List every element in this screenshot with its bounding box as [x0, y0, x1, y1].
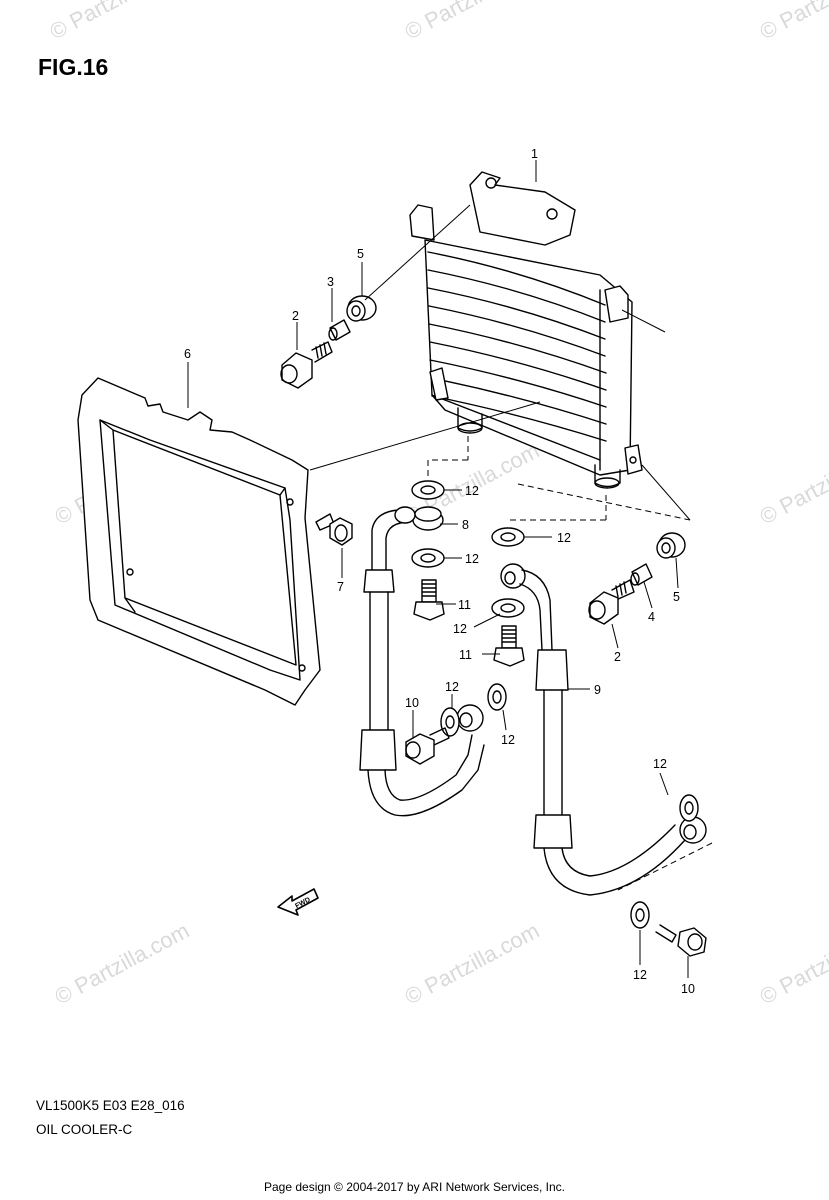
- watermark-text: © Partzilla.com: [756, 0, 829, 44]
- oil-hose-left: [359, 506, 485, 817]
- watermark-text: © Partzilla.com: [756, 438, 829, 530]
- section-name: OIL COOLER-C: [36, 1122, 133, 1137]
- washers-and-union-bolts: [411, 480, 525, 667]
- callout-label: 11: [458, 598, 471, 612]
- model-code: VL1500K5 E03 E28_016: [36, 1098, 185, 1113]
- callout-label: 8: [462, 518, 469, 532]
- callout-label: 1: [531, 147, 538, 161]
- callout-label: 5: [357, 247, 364, 261]
- callout-label: 12: [453, 622, 467, 636]
- callout-numbers: 1 2 3 5 6 12 8 12 12 7 11 12 11 4 5 2 9 …: [184, 147, 695, 996]
- leader-lines: [187, 160, 689, 978]
- upper-mount-bolt-set: [280, 295, 377, 389]
- callout-label: 2: [614, 650, 621, 664]
- callout-label: 12: [557, 531, 571, 545]
- callout-label: 10: [405, 696, 419, 710]
- cooler-cover-part: [77, 377, 321, 706]
- forward-direction-arrow: [277, 888, 319, 916]
- watermark-text: © Partzilla.com: [46, 0, 189, 44]
- watermark-text: © Partzilla.com: [401, 918, 544, 1010]
- page-footer: Page design © 2004-2017 by ARI Network S…: [263, 1180, 565, 1194]
- oil-cooler-part: [409, 171, 643, 489]
- callout-label: 6: [184, 347, 191, 361]
- callout-label: 12: [465, 484, 479, 498]
- bolt-7-part: [315, 513, 353, 546]
- callout-label: 4: [648, 610, 655, 624]
- figure-title: FIG.16: [38, 54, 109, 80]
- callout-label: 2: [292, 309, 299, 323]
- callout-label: 9: [594, 683, 601, 697]
- watermark-text: © Partzilla.com: [401, 0, 544, 44]
- assembly-lines: [309, 204, 713, 891]
- callout-label: 7: [337, 580, 344, 594]
- watermark-text: © Partzilla.com: [756, 918, 829, 1010]
- watermark-text: © Partzilla.com: [51, 918, 194, 1010]
- callout-label: 11: [459, 648, 472, 662]
- callout-label: 12: [465, 552, 479, 566]
- callout-label: 12: [445, 680, 459, 694]
- lower-washers-bolts: [405, 683, 707, 957]
- callout-label: 12: [501, 733, 515, 747]
- callout-label: 12: [633, 968, 647, 982]
- callout-label: 12: [653, 757, 667, 771]
- callout-label: 10: [681, 982, 695, 996]
- callout-label: 5: [673, 590, 680, 604]
- lower-mount-bolt-set: [588, 532, 686, 625]
- callout-label: 3: [327, 275, 334, 289]
